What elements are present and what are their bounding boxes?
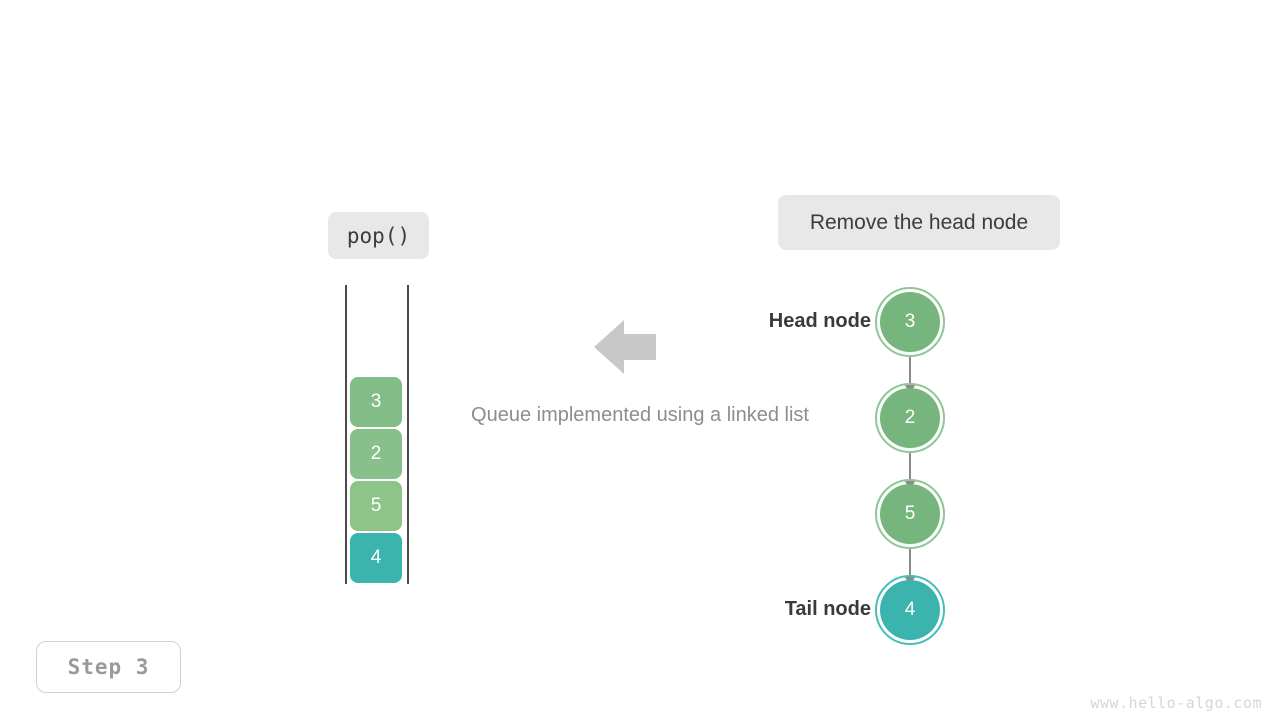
node-connector-line bbox=[909, 357, 911, 393]
node-value: 2 bbox=[904, 407, 916, 428]
linked-list-node: 2 bbox=[875, 383, 945, 453]
node-connector-line bbox=[909, 453, 911, 489]
operation-label: pop() bbox=[328, 212, 429, 259]
linked-list-container: 3 2 5 4 bbox=[875, 283, 960, 645]
node-value: 3 bbox=[904, 311, 916, 332]
node-value: 4 bbox=[904, 599, 916, 620]
linked-list-node: 5 bbox=[875, 479, 945, 549]
tail-node-label: Tail node bbox=[784, 598, 871, 620]
container-rail-left bbox=[345, 285, 347, 584]
node-value: 5 bbox=[904, 503, 916, 524]
left-block-arrow-icon bbox=[594, 319, 656, 375]
linked-list-node-tail: 4 bbox=[875, 575, 945, 645]
action-label: Remove the head node bbox=[778, 195, 1060, 250]
diagram-caption: Queue implemented using a linked list bbox=[471, 404, 809, 426]
container-rail-right bbox=[407, 285, 409, 584]
watermark: www.hello-algo.com bbox=[1090, 694, 1262, 712]
linked-list-node-head: 3 bbox=[875, 287, 945, 357]
queue-cell-list: 3 2 5 4 bbox=[350, 377, 404, 583]
queue-array-container: 3 2 5 4 bbox=[345, 285, 409, 585]
queue-cell: 2 bbox=[350, 429, 402, 479]
head-node-label: Head node bbox=[768, 310, 871, 332]
queue-cell-highlighted: 4 bbox=[350, 533, 402, 583]
node-connector-line bbox=[909, 549, 911, 585]
step-badge: Step 3 bbox=[36, 641, 181, 693]
queue-cell: 5 bbox=[350, 481, 402, 531]
queue-cell: 3 bbox=[350, 377, 402, 427]
